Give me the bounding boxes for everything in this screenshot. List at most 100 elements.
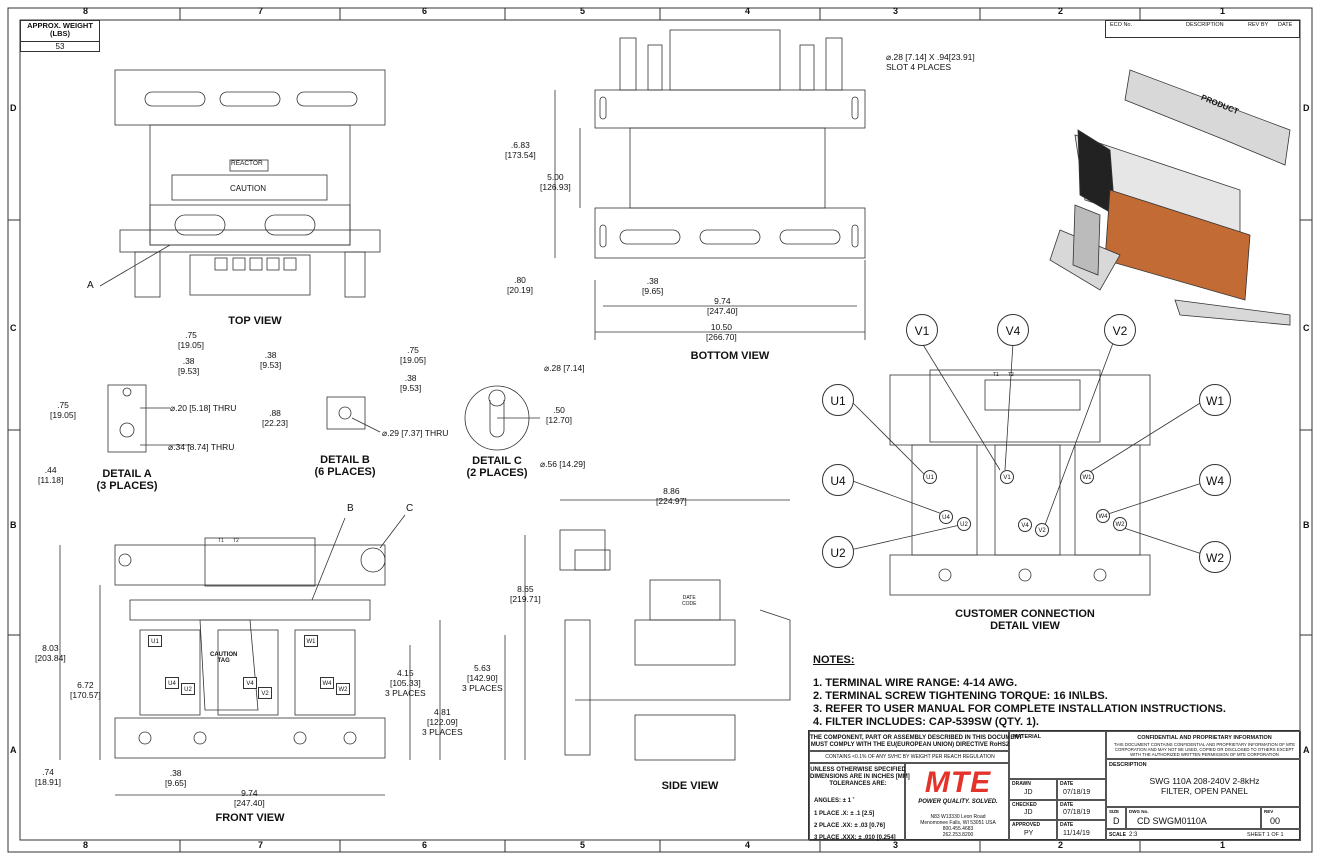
callout-b: B — [347, 503, 354, 514]
description-label: DESCRIPTION — [1109, 762, 1147, 768]
front-term-u4: U4 — [165, 677, 179, 689]
dim-bottom-974: 9.74 [247.40] — [707, 296, 738, 316]
rev-date-header: DATE — [1278, 22, 1293, 28]
dim-a-thru1: ⌀.20 [5.18] THRU — [170, 403, 237, 413]
callout-c: C — [406, 503, 414, 514]
front-term-u1: U1 — [148, 635, 162, 647]
zone-row-a: A — [10, 745, 17, 755]
date-code-label: DATE CODE — [682, 595, 697, 607]
zone-row-c-right: C — [1303, 323, 1310, 333]
product-isometric-image — [1049, 69, 1291, 326]
dim-b-038b: .38 [9.53] — [400, 373, 422, 393]
note-4: 4. FILTER INCLUDES: CAP-539SW (QTY. 1). — [813, 716, 1039, 728]
terminal-tag-u2: U2 — [957, 517, 971, 531]
dim-front-481: 4.81 [122.09] 3 PLACES — [422, 707, 463, 737]
description-value: SWG 110A 208-240V 2-8kHz FILTER, OPEN PA… — [1149, 776, 1260, 796]
zone-row-c: C — [10, 323, 17, 333]
description-cell: DESCRIPTION SWG 110A 208-240V 2-8kHz FIL… — [1106, 759, 1301, 807]
zone-col-4: 4 — [745, 6, 751, 16]
dim-a-038: .38 [9.53] — [178, 356, 200, 376]
dim-front-563: 5.63 [142.90] 3 PLACES — [462, 663, 503, 693]
zone-row-d-right: D — [1303, 103, 1310, 113]
t1-label-front: T1 — [218, 538, 224, 544]
detail-c-drawing — [464, 385, 540, 451]
rohs-cell: THE COMPONENT, PART OR ASSEMBLY DESCRIBE… — [809, 731, 1022, 751]
zone-row-a-right: A — [1303, 745, 1310, 755]
drawing-border — [7, 7, 1313, 853]
dim-a-044: .44 [11.18] — [38, 465, 64, 485]
zone-row-d: D — [10, 103, 17, 113]
terminal-bubble-v1: V1 — [906, 314, 938, 346]
t1-label-customer: T1 — [993, 372, 999, 378]
detail-a-drawing — [107, 384, 190, 453]
front-term-w2: W2 — [336, 683, 350, 695]
weight-box: APPROX. WEIGHT (LBS) 53 — [20, 20, 100, 52]
drawn-label: DRAWN — [1012, 781, 1031, 787]
approved-value: PY — [1024, 830, 1034, 837]
terminal-bubble-w4: W4 — [1199, 464, 1231, 496]
drawn-cell: DRAWN JD — [1009, 779, 1057, 800]
zone-col-5-bottom: 5 — [580, 840, 586, 850]
size-label: SIZE — [1109, 809, 1120, 814]
tolerance-3place: 3 PLACE .XXX: ± .010 [0.254] — [814, 835, 896, 841]
terminal-tag-w2: W2 — [1113, 517, 1127, 531]
mte-tagline: POWER QUALITY. SOLVED. — [918, 799, 998, 805]
drawn-date-cell: DATE 07/18/19 — [1057, 779, 1106, 800]
side-view-label: SIDE VIEW — [661, 780, 719, 792]
tolerance-2place: 2 PLACE .XX: ± .03 [0.76] — [814, 823, 885, 829]
sheet-value: SHEET 1 OF 1 — [1247, 832, 1284, 838]
approved-cell: APPROVED PY — [1009, 820, 1057, 841]
size-value: D — [1113, 816, 1120, 826]
dim-bottom-080: .80 [20.19] — [507, 275, 533, 295]
terminal-tag-u1: U1 — [923, 470, 937, 484]
tolerance-cell: UNLESS OTHERWISE SPECIFIED DIMENSIONS AR… — [809, 763, 910, 841]
material-cell: MATERIAL — [1009, 731, 1106, 779]
checked-date-label: DATE — [1060, 802, 1074, 808]
zone-row-b: B — [10, 520, 17, 530]
terminal-bubble-u2: U2 — [822, 536, 854, 568]
revision-table: ECO No. DESCRIPTION REV BY DATE — [1105, 20, 1300, 38]
zone-col-2: 2 — [1058, 6, 1064, 16]
top-view-label: TOP VIEW — [228, 315, 282, 327]
front-view-drawing — [59, 514, 506, 796]
tolerance-angles: ANGLES: ± 1 ˚ — [814, 798, 855, 804]
title-block: THE COMPONENT, PART OR ASSEMBLY DESCRIBE… — [808, 730, 1301, 841]
dim-slot: ⌀.28 [7.14] X .94[23.91] SLOT 4 PLACES — [886, 52, 975, 72]
dim-front-672: 6.72 [170.57] — [70, 680, 101, 700]
top-view-drawing — [99, 69, 386, 298]
side-view-drawing — [524, 499, 791, 761]
dim-side-886: 8.86 [224.97] — [656, 486, 687, 506]
customer-connection-drawing — [849, 342, 1206, 596]
confidential-header: CONFIDENTIAL AND PROPRIETARY INFORMATION — [1137, 735, 1272, 741]
dim-front-803: 8.03 [203.84] — [35, 643, 66, 663]
terminal-tag-v2: V2 — [1035, 523, 1049, 537]
detail-b-drawing — [326, 396, 381, 433]
front-view-label: FRONT VIEW — [215, 812, 285, 824]
confidential-cell: CONFIDENTIAL AND PROPRIETARY INFORMATION… — [1106, 731, 1301, 759]
dim-bottom-500: 5.00 [126.93] — [540, 172, 571, 192]
rev-label: REV — [1264, 809, 1274, 814]
callout-a: A — [87, 280, 94, 291]
dim-bottom-683: .6.83 [173.54] — [505, 140, 536, 160]
dim-front-074: .74 [18.91] — [35, 767, 61, 787]
dim-bottom-038: .38 [9.65] — [642, 276, 664, 296]
approved-label: APPROVED — [1012, 822, 1041, 828]
terminal-bubble-v2: V2 — [1104, 314, 1136, 346]
dim-c-050: .50 [12.70] — [546, 405, 572, 425]
zone-col-7: 7 — [258, 6, 264, 16]
mte-logo: MTE — [924, 766, 992, 799]
terminal-bubble-v4: V4 — [997, 314, 1029, 346]
terminal-tag-v4: V4 — [1018, 518, 1032, 532]
approved-date-value: 11/14/19 — [1063, 830, 1090, 837]
rev-eco-header: ECO No. — [1110, 22, 1133, 28]
t2-label-customer: T2 — [1008, 372, 1014, 378]
reactor-label: REACTOR — [231, 160, 263, 167]
zone-col-4-bottom: 4 — [745, 840, 751, 850]
logo-cell: MTE POWER QUALITY. SOLVED. N83 W13330 Le… — [905, 763, 1009, 841]
dwg-cell: DWG No. CD SWGM0110A — [1126, 807, 1261, 829]
dim-side-865: 8.65 [219.71] — [510, 584, 541, 604]
rev-value: 00 — [1270, 816, 1281, 826]
weight-header: APPROX. WEIGHT (LBS) — [27, 21, 93, 38]
front-term-v4: V4 — [243, 677, 257, 689]
